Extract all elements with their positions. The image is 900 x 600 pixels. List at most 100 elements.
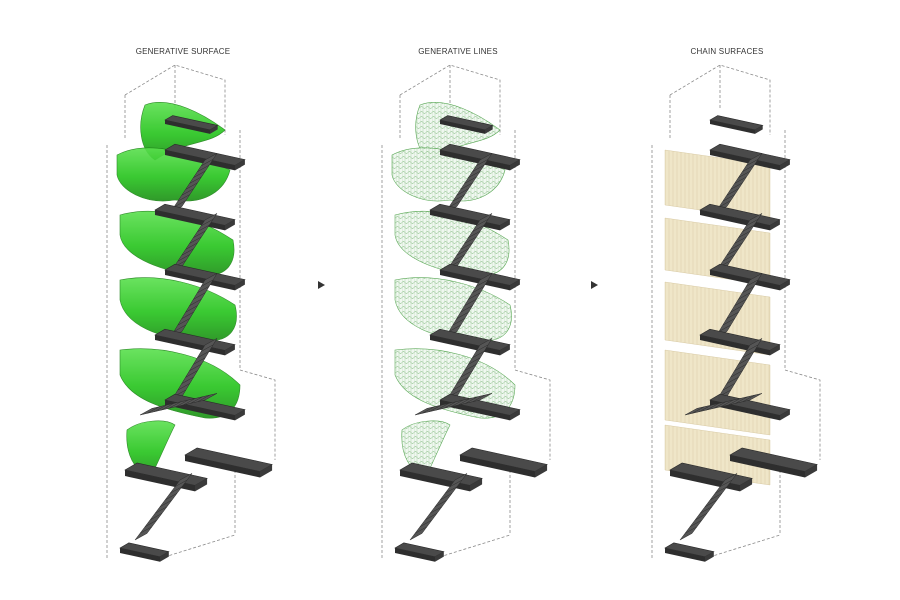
landing-slab-edge — [165, 150, 235, 171]
stair-step — [154, 404, 167, 412]
landing-slab-side — [755, 125, 763, 134]
stair-step — [189, 176, 202, 184]
stair-step — [706, 403, 719, 411]
stair-step — [722, 318, 735, 326]
stair-step — [173, 200, 187, 208]
stair-step — [464, 176, 477, 184]
stair-step — [197, 164, 210, 172]
stair-step — [699, 404, 712, 412]
stair-step — [718, 324, 732, 332]
stair-step — [419, 519, 433, 527]
stair-step — [464, 236, 477, 244]
stair-step — [704, 499, 718, 507]
panel-generative-lines — [381, 64, 551, 562]
landing-slab-side — [225, 219, 235, 231]
stair-step — [185, 182, 198, 190]
panel-title-generative-lines: GENERATIVE LINES — [418, 47, 498, 56]
stair-step — [742, 224, 755, 232]
stair-step — [726, 248, 739, 256]
landing-slab-side — [210, 125, 218, 134]
stair-step — [472, 286, 485, 294]
stair-step — [197, 224, 210, 232]
stair-step — [200, 279, 214, 287]
stair-step — [197, 394, 210, 402]
landing-slab-edge — [395, 548, 435, 562]
stair-step — [181, 311, 194, 319]
guide-line — [106, 369, 276, 560]
stair-step — [475, 279, 489, 287]
stair-step — [439, 493, 453, 501]
stair-step — [429, 404, 442, 412]
guide-line — [381, 130, 516, 455]
stair-step — [424, 513, 438, 521]
stair-step — [460, 305, 473, 313]
landing-slab-edge — [665, 548, 705, 562]
chain-surface — [664, 349, 771, 436]
stair-step — [154, 506, 168, 514]
stair-step — [190, 396, 203, 404]
landing-slab-side — [510, 279, 520, 291]
stair-step — [177, 383, 190, 391]
guide-line — [651, 130, 786, 455]
panel-chain-surfaces — [651, 64, 821, 562]
landing-slab-side — [705, 551, 714, 562]
landing-slab-edge — [440, 150, 510, 171]
stair-step — [174, 479, 188, 487]
stair-step — [726, 188, 739, 196]
stair-step — [193, 292, 206, 300]
stair-step — [475, 344, 489, 352]
stair-step — [161, 403, 174, 411]
stair-step — [197, 286, 210, 294]
stair-step — [720, 399, 734, 407]
landing-slab-side — [740, 478, 753, 492]
stair-step — [745, 219, 759, 227]
stair-step — [456, 311, 469, 319]
stair-step — [193, 170, 206, 178]
guide-line — [124, 64, 226, 140]
stair-step — [456, 376, 469, 384]
arrow-right-icon — [591, 281, 598, 289]
stair-step — [200, 344, 214, 352]
landing-slab-side — [535, 464, 548, 478]
stair-step — [742, 164, 755, 172]
stair-step — [460, 242, 473, 250]
stair-step — [185, 305, 198, 313]
landing-slab-side — [770, 219, 780, 231]
stair-step — [699, 506, 713, 514]
stair-step — [147, 406, 160, 414]
stair-step — [464, 363, 477, 371]
stair-step — [718, 200, 732, 208]
stair-step — [472, 224, 485, 232]
landing-slab-side — [435, 551, 444, 562]
landing-slab-side — [235, 409, 245, 421]
stair-step — [422, 406, 435, 414]
landing-slab-side — [780, 159, 790, 171]
landing-slab-edge — [710, 120, 755, 134]
stair-step — [197, 351, 210, 359]
stair-step — [456, 248, 469, 256]
stair-step — [181, 248, 194, 256]
stair-step — [742, 394, 755, 402]
stair-step — [722, 254, 735, 262]
stair-step — [177, 318, 190, 326]
landing-slab-side — [160, 551, 169, 562]
stair-step — [164, 493, 178, 501]
stair-step — [738, 170, 751, 178]
stair-step — [709, 493, 723, 501]
stair-step — [189, 363, 202, 371]
landing-slab-side — [225, 344, 235, 356]
landing-slab-side — [510, 159, 520, 171]
stair-step — [475, 219, 489, 227]
stair-step — [456, 188, 469, 196]
stair-step — [742, 351, 755, 359]
stair-step — [468, 292, 481, 300]
stair-step — [168, 401, 182, 409]
landing-slab-side — [780, 279, 790, 291]
stair-step — [475, 159, 489, 167]
guide-line — [429, 470, 511, 561]
guide-line — [651, 369, 821, 560]
stair-step — [452, 383, 465, 391]
stair-step — [448, 324, 462, 332]
panel-title-chain-surfaces: CHAIN SURFACES — [690, 47, 763, 56]
stair-step — [175, 399, 189, 407]
